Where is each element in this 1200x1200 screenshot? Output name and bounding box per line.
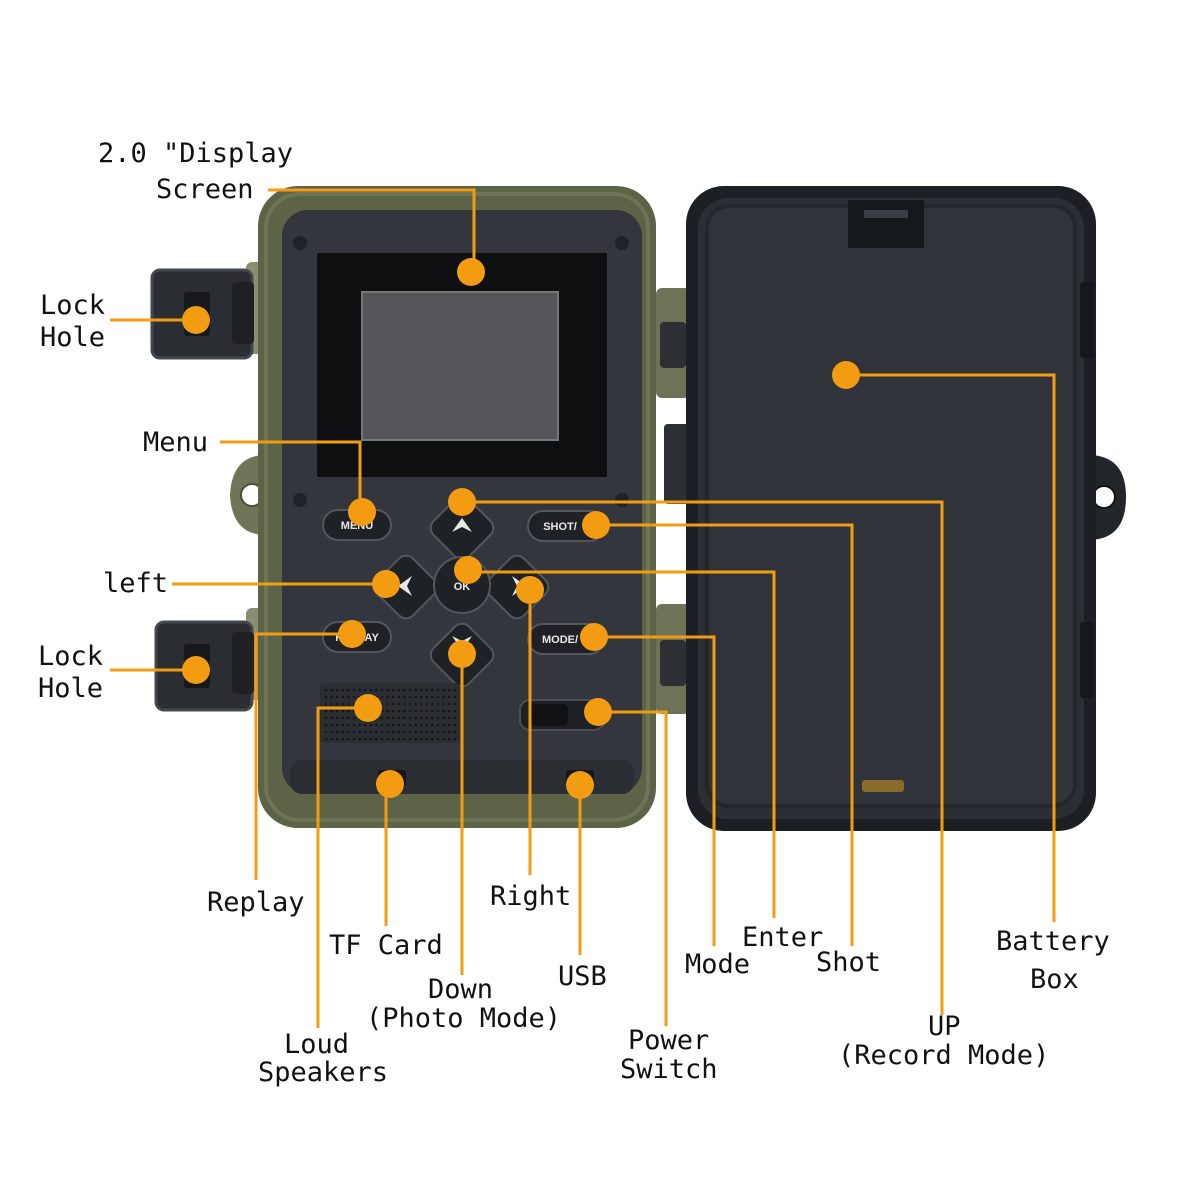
leader-display	[268, 188, 476, 272]
label-up: UP (Record Mode)	[838, 1011, 1049, 1071]
mode-button-label: MODE/	[542, 634, 578, 646]
latch-bottom	[154, 608, 270, 712]
label-usb: USB	[558, 961, 607, 992]
label-mode: Mode	[685, 949, 750, 980]
label-down: Down (Photo Mode)	[366, 974, 561, 1034]
display-screen	[361, 291, 559, 441]
marker-mode	[580, 623, 608, 651]
marker-power	[584, 698, 612, 726]
leader-battery	[846, 373, 1056, 922]
label-left: left	[103, 568, 168, 599]
label-tf-card: TF Card	[329, 930, 443, 961]
label-loud-speakers: Loud Speakers	[258, 1029, 388, 1088]
battery-cover	[686, 186, 1126, 831]
marker-right	[516, 576, 544, 604]
leader-enter	[470, 570, 776, 918]
label-display-screen: 2.0 "Display Screen	[98, 138, 309, 205]
up-button[interactable]	[427, 493, 498, 564]
marker-left	[372, 570, 400, 598]
marker-menu	[348, 498, 376, 526]
marker-usb	[566, 771, 594, 799]
label-lock-hole-top: Lock Hole	[40, 290, 121, 353]
speaker-grille	[320, 683, 460, 743]
label-enter: Enter	[742, 922, 823, 953]
marker-replay	[338, 620, 366, 648]
marker-up	[448, 488, 476, 516]
marker-battery	[832, 361, 860, 389]
label-shot: Shot	[816, 947, 881, 978]
label-replay: Replay	[207, 887, 305, 918]
label-power-switch: Power Switch	[620, 1025, 726, 1085]
leader-menu	[220, 440, 362, 512]
marker-lock-top	[182, 306, 210, 334]
leader-shot	[596, 523, 854, 946]
leader-speakers	[316, 706, 368, 1028]
leader-power	[598, 710, 668, 1026]
marker-speakers	[354, 694, 382, 722]
marker-lock-bottom	[182, 656, 210, 684]
marker-shot	[582, 511, 610, 539]
leader-up	[462, 500, 944, 1015]
shot-button-label: SHOT/	[543, 521, 577, 533]
label-right: Right	[490, 881, 571, 912]
left-arrow-icon	[398, 576, 412, 596]
leader-lines	[110, 188, 1056, 1028]
label-menu: Menu	[143, 427, 208, 458]
callout-markers	[182, 258, 860, 799]
marker-enter	[454, 556, 482, 584]
marker-display	[457, 258, 485, 286]
leader-mode	[594, 635, 716, 946]
callout-labels: 2.0 "Display Screen Lock Hole Menu left …	[38, 138, 1126, 1088]
battery-compartment	[705, 204, 1077, 808]
marker-down	[448, 640, 476, 668]
up-arrow-icon	[452, 518, 472, 532]
label-battery-box: Battery Box	[996, 926, 1126, 995]
marker-tf-card	[376, 770, 404, 798]
label-lock-hole-bottom: Lock Hole	[38, 641, 119, 704]
ok-button-label: OK	[454, 581, 471, 593]
latch-top	[150, 262, 270, 360]
leader-replay	[254, 632, 352, 880]
